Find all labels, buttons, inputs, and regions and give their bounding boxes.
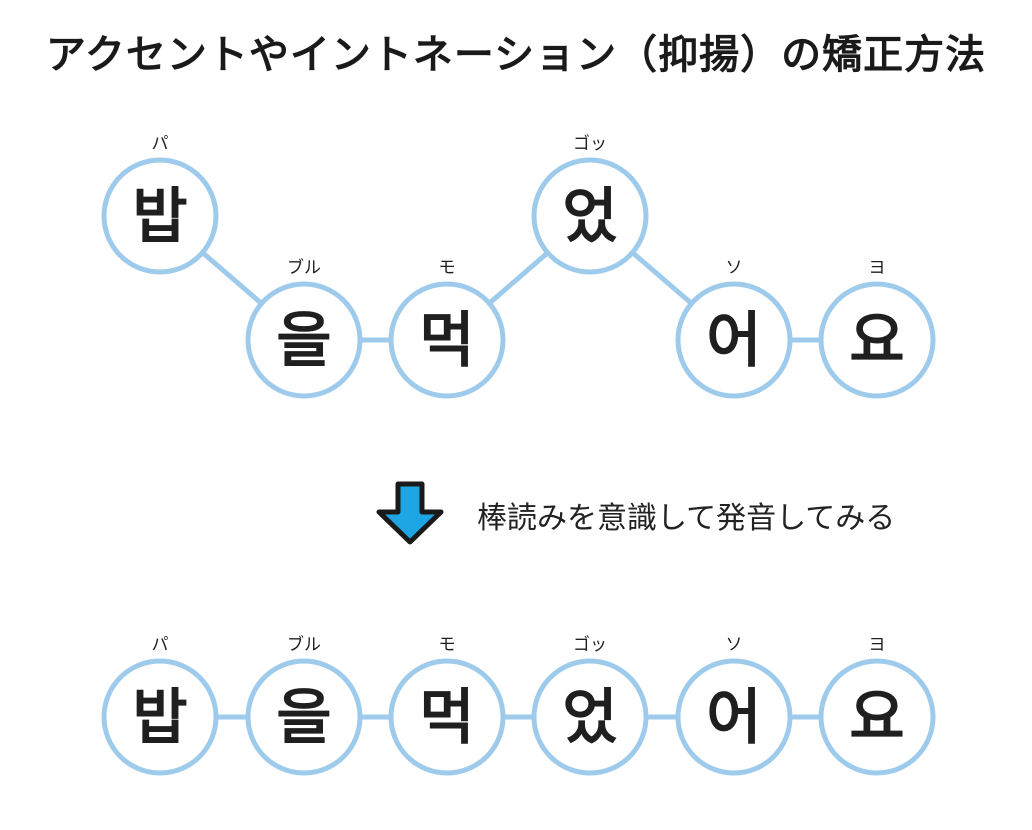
syllable-circle (245, 281, 363, 399)
after-syllable-node: 먹モ (388, 635, 506, 776)
katakana-reading: ゴッ (573, 133, 607, 154)
katakana-reading: ソ (726, 635, 743, 655)
katakana-reading: ヨ (869, 258, 886, 278)
katakana-reading: ヨ (869, 635, 886, 655)
after-syllable-node: 요ヨ (818, 635, 936, 776)
after-syllable-node: 을 ブル (245, 634, 363, 776)
syllable-circle (101, 658, 219, 776)
syllable-circle (101, 157, 219, 275)
before-syllable-node: 요ヨ (818, 258, 936, 399)
page-title: アクセントやイントネーション（抑揚）の矯正方法 (45, 32, 987, 78)
syllable-circle (675, 658, 793, 776)
syllable-circle (388, 281, 506, 399)
before-syllable-node: 먹モ (388, 258, 506, 399)
instruction-text: 棒読みを意識して発音してみる (477, 501, 895, 536)
katakana-reading: ゴッ (573, 634, 607, 655)
down-arrow-icon (376, 481, 444, 545)
hangul-syllable: 었 (562, 182, 617, 252)
katakana-reading: パ (152, 635, 169, 655)
syllable-circle (531, 157, 649, 275)
katakana-reading: モ (439, 635, 456, 655)
before-connector (630, 250, 694, 306)
hangul-syllable: 먹 (419, 306, 474, 376)
katakana-reading: モ (439, 258, 456, 278)
katakana-reading: ブル (287, 634, 321, 655)
before-connector (487, 250, 550, 306)
hangul-syllable: 어 (706, 306, 761, 376)
hangul-syllable: 먹 (419, 683, 474, 753)
syllable-circle (675, 281, 793, 399)
syllable-circle (818, 658, 936, 776)
before-syllable-node: 을 ブル (245, 257, 363, 399)
katakana-reading: パ (152, 134, 169, 154)
hangul-syllable: 어 (706, 683, 761, 753)
after-syllable-node: 었 ゴッ (531, 634, 649, 776)
hangul-syllable: 었 (562, 683, 617, 753)
hangul-syllable: 을 (276, 306, 331, 376)
katakana-reading: ブル (287, 257, 321, 278)
hangul-syllable: 요 (849, 683, 904, 753)
hangul-syllable: 밥 (132, 683, 187, 753)
syllable-circle (245, 658, 363, 776)
syllable-circle (388, 658, 506, 776)
after-syllable-node: 어ソ (675, 635, 793, 776)
syllable-circle (531, 658, 649, 776)
hangul-syllable: 요 (849, 306, 904, 376)
after-syllable-node: 밥パ (101, 635, 219, 776)
hangul-syllable: 밥 (132, 182, 187, 252)
before-connector (200, 250, 264, 306)
syllable-circle (818, 281, 936, 399)
hangul-syllable: 을 (276, 683, 331, 753)
before-syllable-node: 어ソ (675, 258, 793, 399)
katakana-reading: ソ (726, 258, 743, 278)
before-syllable-node: 밥パ (101, 134, 219, 275)
before-syllable-node: 었 ゴッ (531, 133, 649, 275)
